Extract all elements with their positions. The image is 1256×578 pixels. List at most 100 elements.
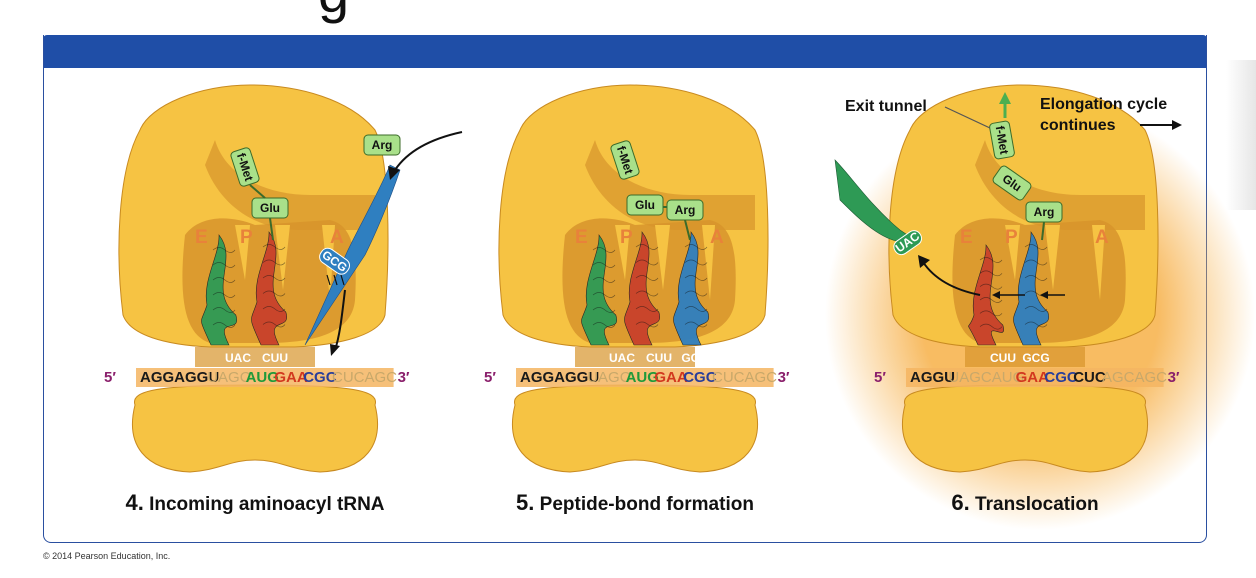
mrna-segment: UAGCAUG — [948, 369, 1024, 386]
pillar — [1045, 225, 1060, 290]
anticodon-cuu: CUU — [990, 351, 1016, 365]
amino-fmet-box — [610, 140, 640, 180]
amino-glu-label: Glu — [260, 201, 280, 215]
mrna-segment: UAGC — [587, 369, 631, 386]
trna-blue-texture — [1024, 275, 1048, 281]
trna-red-texture — [635, 275, 659, 281]
translocation-arrowhead — [992, 291, 1000, 299]
panel-caption: 5. Peptide-bond formation — [516, 490, 754, 515]
amino-fmet: f-Met — [610, 140, 640, 180]
trna-blue — [673, 231, 710, 346]
mrna-band — [136, 368, 394, 387]
panel-number: 4. — [125, 490, 143, 515]
exit-tunnel-label: Exit tunnel — [845, 98, 927, 115]
trna-red-texture — [979, 270, 1003, 277]
arg-link — [684, 219, 691, 241]
anticodon-uac: UAC — [609, 351, 635, 365]
fmet-glu-link — [249, 184, 266, 199]
mrna-segment: AGGAGGU — [140, 369, 219, 386]
mrna-3prime: 3′ — [398, 369, 410, 386]
mrna-segment: AGGAGGU — [520, 369, 599, 386]
amino-fmet: f-Met — [230, 147, 260, 187]
anticodon-box — [319, 247, 351, 275]
mrna-3prime: 3′ — [1168, 369, 1180, 386]
trna-blue — [1013, 231, 1050, 346]
site-label-P: P — [1005, 227, 1018, 248]
amino-glu-box — [992, 165, 1032, 201]
anticodon-cuu: CUU — [646, 351, 672, 365]
trna-blue-texture — [684, 306, 708, 312]
trna-blue-texture — [684, 259, 708, 266]
trna-blue — [304, 164, 401, 346]
incoming-arrow — [394, 131, 463, 171]
trna-green-texture — [212, 307, 236, 313]
trna-blue-texture — [1024, 321, 1048, 328]
panel-title: Peptide-bond formation — [534, 494, 754, 515]
trna-green-texture — [212, 322, 236, 328]
mrna-3prime: 3′ — [778, 369, 790, 386]
mrna-band — [906, 368, 1164, 387]
anticodon-box — [893, 230, 923, 256]
mrna-5prime: 5′ — [104, 369, 116, 386]
small-subunit — [901, 384, 1149, 473]
site-label-E: E — [195, 227, 208, 248]
pillar — [655, 225, 670, 290]
trna-blue-texture — [684, 244, 708, 250]
subunit-groove — [965, 347, 1085, 367]
trna-blue-texture — [1024, 244, 1048, 250]
pillar — [1005, 225, 1020, 280]
glu-link — [269, 217, 274, 241]
amino-fmet: f-Met — [989, 120, 1015, 160]
pillar — [1092, 225, 1105, 300]
trna-red-texture — [262, 275, 286, 281]
anticodon-gcg: GCG — [681, 351, 708, 365]
exit-channel — [975, 140, 1145, 230]
title-fragment: g — [318, 0, 349, 25]
amino-glu-box — [626, 194, 664, 216]
trna-red-texture — [979, 257, 1003, 263]
copyright-text: © 2014 Pearson Education, Inc. — [43, 551, 171, 561]
panel-number: 6. — [951, 490, 969, 515]
translocation-arrowhead — [1040, 291, 1048, 299]
trna-green-texture — [212, 277, 236, 283]
amino-arg-label: Arg — [1034, 205, 1055, 219]
trna-green-texture — [592, 292, 616, 298]
trna-blue-texture — [684, 290, 708, 297]
exit-arrowhead — [999, 92, 1011, 104]
panel-caption: 6. Translocation — [951, 490, 1098, 515]
amino-arg: Arg — [1025, 201, 1063, 223]
mrna-segment: CGC — [1044, 369, 1078, 386]
mrna-segment: GAA — [654, 369, 688, 386]
panel-number: 5. — [516, 490, 534, 515]
trna-red-texture — [262, 244, 286, 250]
site-label-A: A — [1095, 227, 1109, 248]
release-arrowhead — [918, 255, 930, 268]
elongation-arrowhead — [1172, 120, 1182, 130]
trna-green-texture — [592, 277, 616, 283]
anticodon-uac: UAC — [225, 351, 251, 365]
mrna-segment: CUC — [1073, 369, 1106, 386]
mrna-segment: GAA — [274, 369, 308, 386]
mrna-segment: CUCAGC — [332, 369, 397, 386]
pairing-tick — [333, 274, 338, 286]
anticodon-gcg: GCG — [1022, 351, 1049, 365]
trna-green-texture — [592, 322, 616, 328]
panel-caption: 4. Incoming aminoacyl tRNA — [125, 490, 384, 515]
subunit-groove — [575, 347, 695, 367]
trna-red-texture — [635, 259, 659, 266]
mrna-segment: AUG — [246, 369, 279, 386]
trna-blue-texture — [684, 321, 708, 328]
mrna-segment: UAGC — [207, 369, 251, 386]
trna-red-texture — [979, 323, 1003, 330]
elongation-label-1: Elongation cycle — [1040, 96, 1167, 113]
mrna-5prime: 5′ — [484, 369, 496, 386]
release-arrow — [922, 261, 981, 296]
mrna-segment: CUCAGC — [712, 369, 777, 386]
panel-title: Translocation — [970, 494, 1099, 515]
mrna-band — [516, 368, 774, 387]
trna-red-texture — [262, 321, 286, 328]
trna-green-texture — [212, 247, 236, 253]
amino-glu-label: Glu — [635, 198, 655, 212]
